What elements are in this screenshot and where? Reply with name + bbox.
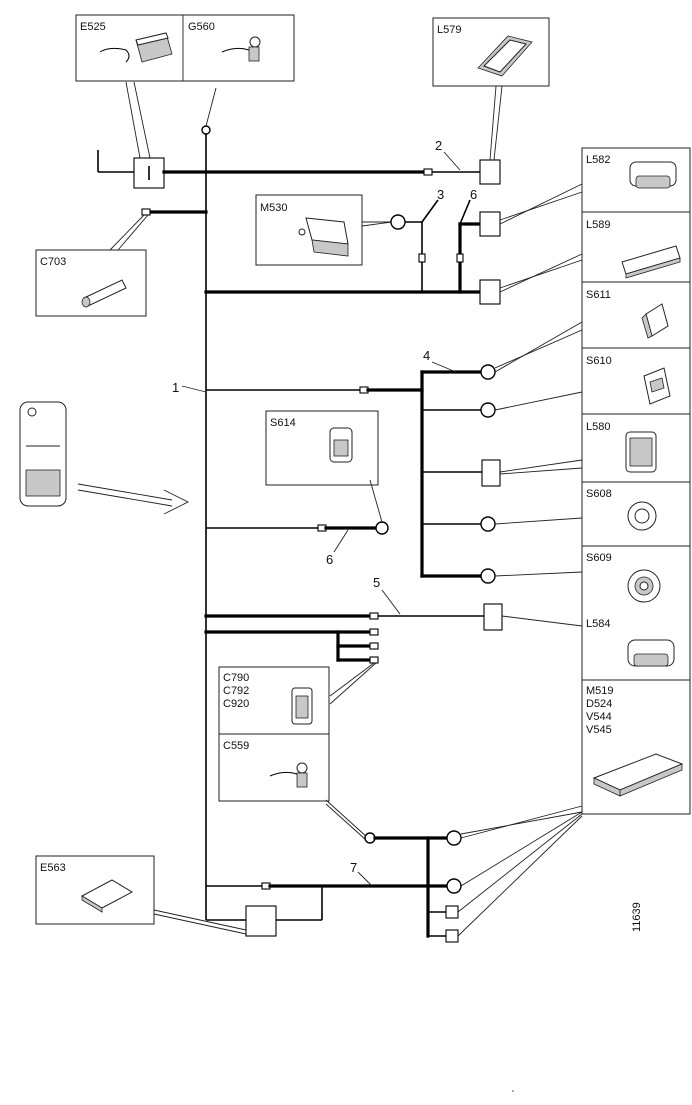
label-d524: D524: [586, 698, 612, 710]
label-l580: L580: [586, 421, 610, 433]
label-s610: S610: [586, 355, 612, 367]
m530-part-icon: [298, 217, 349, 257]
label-m519: M519: [586, 685, 614, 697]
c703-part-icon: [81, 279, 127, 308]
label-l589: L589: [586, 219, 610, 231]
box-m530: M530: [255, 194, 363, 266]
e563-part-icon: [80, 879, 134, 913]
label-c559: C559: [223, 740, 249, 752]
wire-number-6-upper: 6: [470, 187, 477, 202]
label-c920: C920: [223, 698, 249, 710]
box-l580: L580: [581, 413, 691, 483]
wire-number-4: 4: [423, 348, 430, 363]
box-s609-l584: S609 L584: [581, 545, 691, 681]
l579-part-icon: [477, 35, 533, 77]
box-c703: C703: [35, 249, 147, 317]
label-c790: C790: [223, 672, 249, 684]
wire-number-5: 5: [373, 575, 380, 590]
l582-part-icon: [629, 161, 677, 189]
wire-number-7: 7: [350, 860, 357, 875]
s610-part-icon: [643, 367, 671, 405]
box-c790-c559: C790 C792 C920 C559: [218, 666, 330, 802]
label-e525: E525: [80, 21, 106, 33]
label-v544: V544: [586, 711, 612, 723]
label-s614: S614: [270, 417, 296, 429]
wire-number-6-lower: 6: [326, 552, 333, 567]
wire-number-labels: 1 2 3 6 4 6 5 7: [172, 138, 477, 887]
l589-part-icon: [621, 245, 681, 279]
label-l579: L579: [437, 24, 461, 36]
location-arrow-icon: [77, 483, 190, 515]
label-s608: S608: [586, 488, 612, 500]
car-outline-icon: [19, 401, 67, 507]
c559-part-icon: [269, 762, 308, 788]
l584-part-icon: [627, 639, 675, 667]
box-l589: L589: [581, 211, 691, 283]
l580-part-icon: [625, 431, 657, 473]
m519-part-icon: [592, 753, 684, 797]
label-s611: S611: [586, 289, 611, 301]
label-c792: C792: [223, 685, 249, 697]
label-g560: G560: [188, 21, 215, 33]
box-s614: S614: [265, 410, 379, 486]
box-s610: S610: [581, 347, 691, 415]
box-s611: S611: [581, 281, 691, 349]
s609-part-icon: [627, 569, 661, 603]
label-c703: C703: [40, 256, 66, 268]
label-e563: E563: [40, 862, 66, 874]
figure-id: 11639: [631, 902, 643, 932]
wire-number-3: 3: [437, 187, 444, 202]
c790-part-icon: [291, 687, 313, 725]
s611-part-icon: [641, 303, 669, 339]
s608-part-icon: [627, 501, 657, 531]
wire-number-2: 2: [435, 138, 442, 153]
wiring-harness: [97, 81, 583, 943]
box-l579: L579: [432, 17, 550, 87]
label-m530: M530: [260, 202, 288, 214]
box-s608: S608: [581, 481, 691, 547]
label-s609: S609: [586, 552, 612, 564]
s614-part-icon: [329, 427, 353, 463]
label-v545: V545: [586, 724, 612, 736]
label-l582: L582: [586, 154, 610, 166]
box-m519: M519 D524 V544 V545: [581, 679, 691, 815]
box-e525-g560: E525 G560: [75, 14, 295, 82]
e525-part-icon: [99, 32, 173, 63]
box-l582: L582: [581, 147, 691, 213]
wire-number-1: 1: [172, 380, 179, 395]
g560-part-icon: [221, 36, 261, 62]
box-e563: E563: [35, 855, 155, 925]
scan-speck: [512, 1090, 514, 1092]
label-l584: L584: [586, 618, 610, 630]
